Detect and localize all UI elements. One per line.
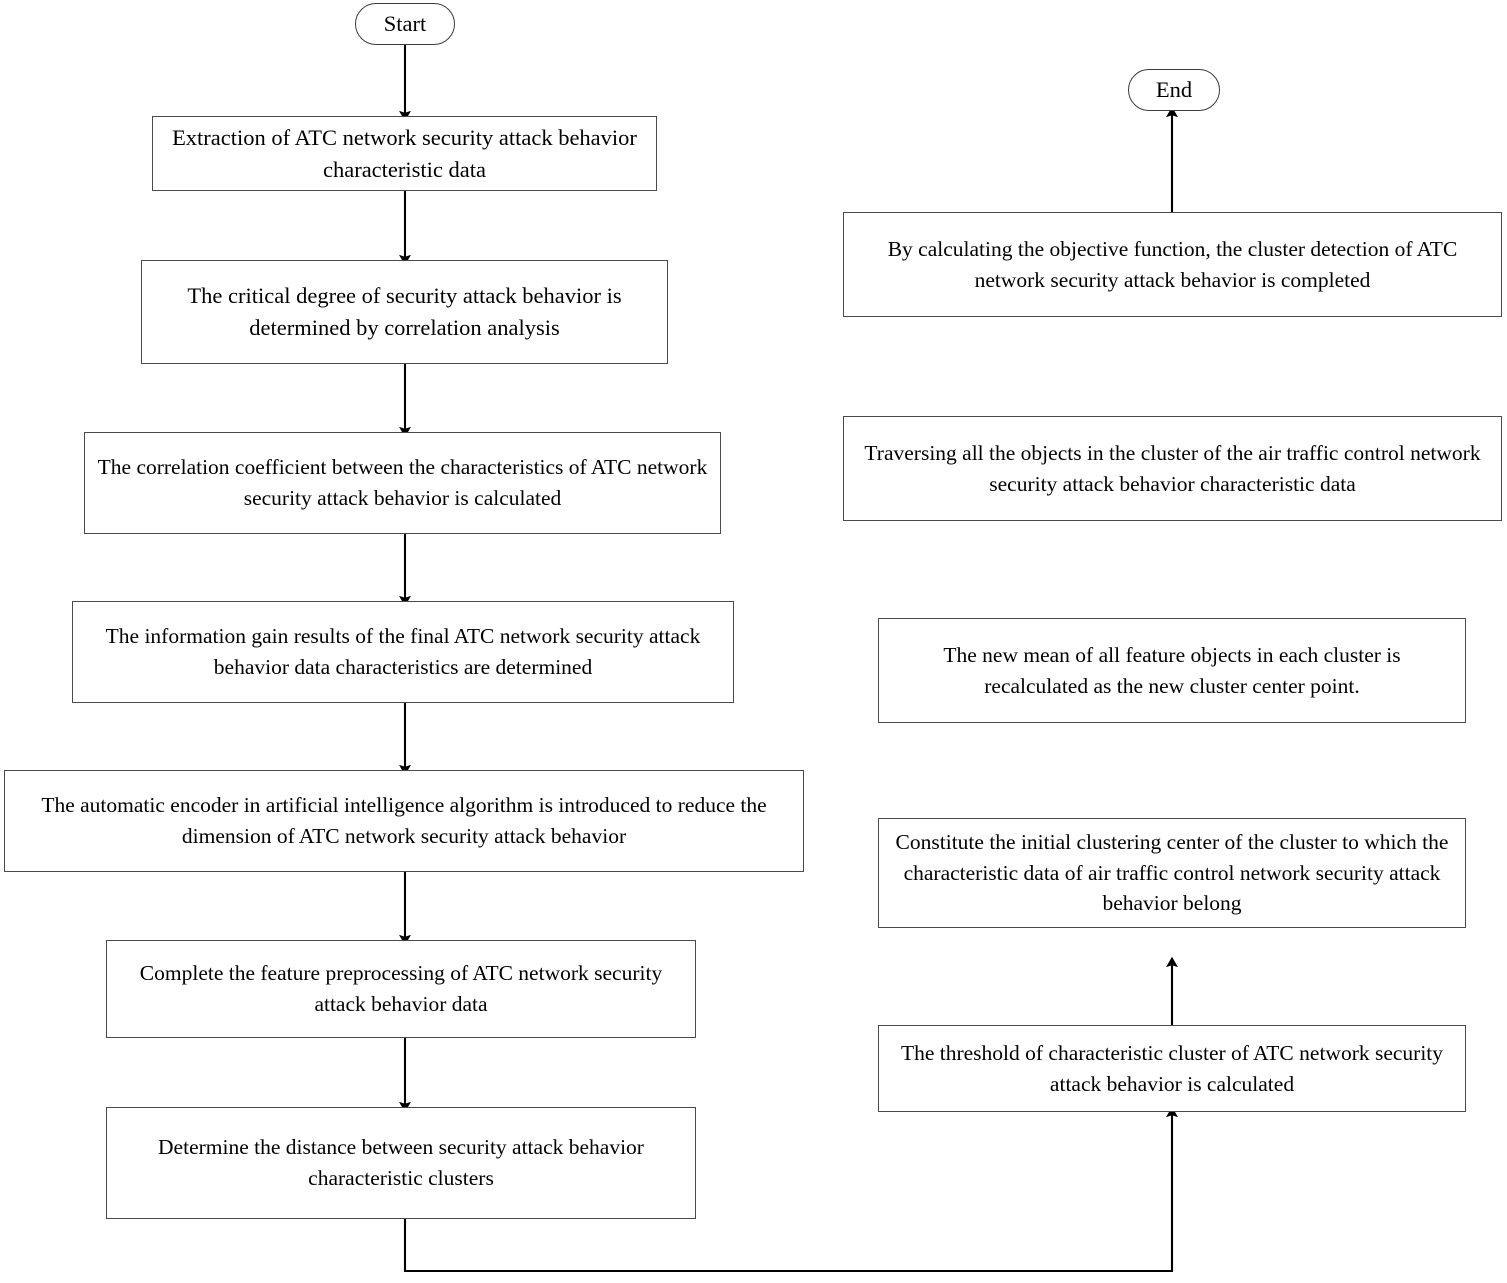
process-cluster-distance[interactable]: Determine the distance between security … xyxy=(106,1107,696,1219)
end-label: End xyxy=(1155,77,1193,102)
process-correlation-coefficient-label: The correlation coefficient between the … xyxy=(97,455,708,510)
process-information-gain-label: The information gain results of the fina… xyxy=(105,624,701,679)
process-extraction-label: Extraction of ATC network security attac… xyxy=(172,124,637,182)
process-correlation-coefficient[interactable]: The correlation coefficient between the … xyxy=(84,432,721,534)
process-cluster-distance-label: Determine the distance between security … xyxy=(158,1135,644,1190)
process-threshold[interactable]: The threshold of characteristic cluster … xyxy=(878,1025,1466,1112)
process-critical-degree[interactable]: The critical degree of security attack b… xyxy=(141,260,668,364)
process-new-mean[interactable]: The new mean of all feature objects in e… xyxy=(878,618,1466,723)
start-terminator[interactable]: Start xyxy=(355,3,455,45)
process-auto-encoder-label: The automatic encoder in artificial inte… xyxy=(41,793,767,848)
process-objective-function-label: By calculating the objective function, t… xyxy=(887,236,1458,292)
process-initial-clustering-center-label: Constitute the initial clustering center… xyxy=(895,830,1449,916)
process-traversing-objects-label: Traversing all the objects in the cluste… xyxy=(864,440,1481,496)
process-traversing-objects[interactable]: Traversing all the objects in the cluste… xyxy=(843,416,1502,521)
end-terminator[interactable]: End xyxy=(1128,69,1220,111)
process-new-mean-label: The new mean of all feature objects in e… xyxy=(943,642,1401,698)
process-feature-preprocessing[interactable]: Complete the feature preprocessing of AT… xyxy=(106,940,696,1038)
start-label: Start xyxy=(383,11,427,36)
process-critical-degree-label: The critical degree of security attack b… xyxy=(187,283,622,340)
process-extraction[interactable]: Extraction of ATC network security attac… xyxy=(152,116,657,191)
process-initial-clustering-center[interactable]: Constitute the initial clustering center… xyxy=(878,818,1466,928)
process-objective-function[interactable]: By calculating the objective function, t… xyxy=(843,212,1502,317)
process-threshold-label: The threshold of characteristic cluster … xyxy=(900,1040,1444,1096)
process-feature-preprocessing-label: Complete the feature preprocessing of AT… xyxy=(139,961,663,1016)
process-information-gain[interactable]: The information gain results of the fina… xyxy=(72,601,734,703)
process-auto-encoder[interactable]: The automatic encoder in artificial inte… xyxy=(4,770,804,872)
